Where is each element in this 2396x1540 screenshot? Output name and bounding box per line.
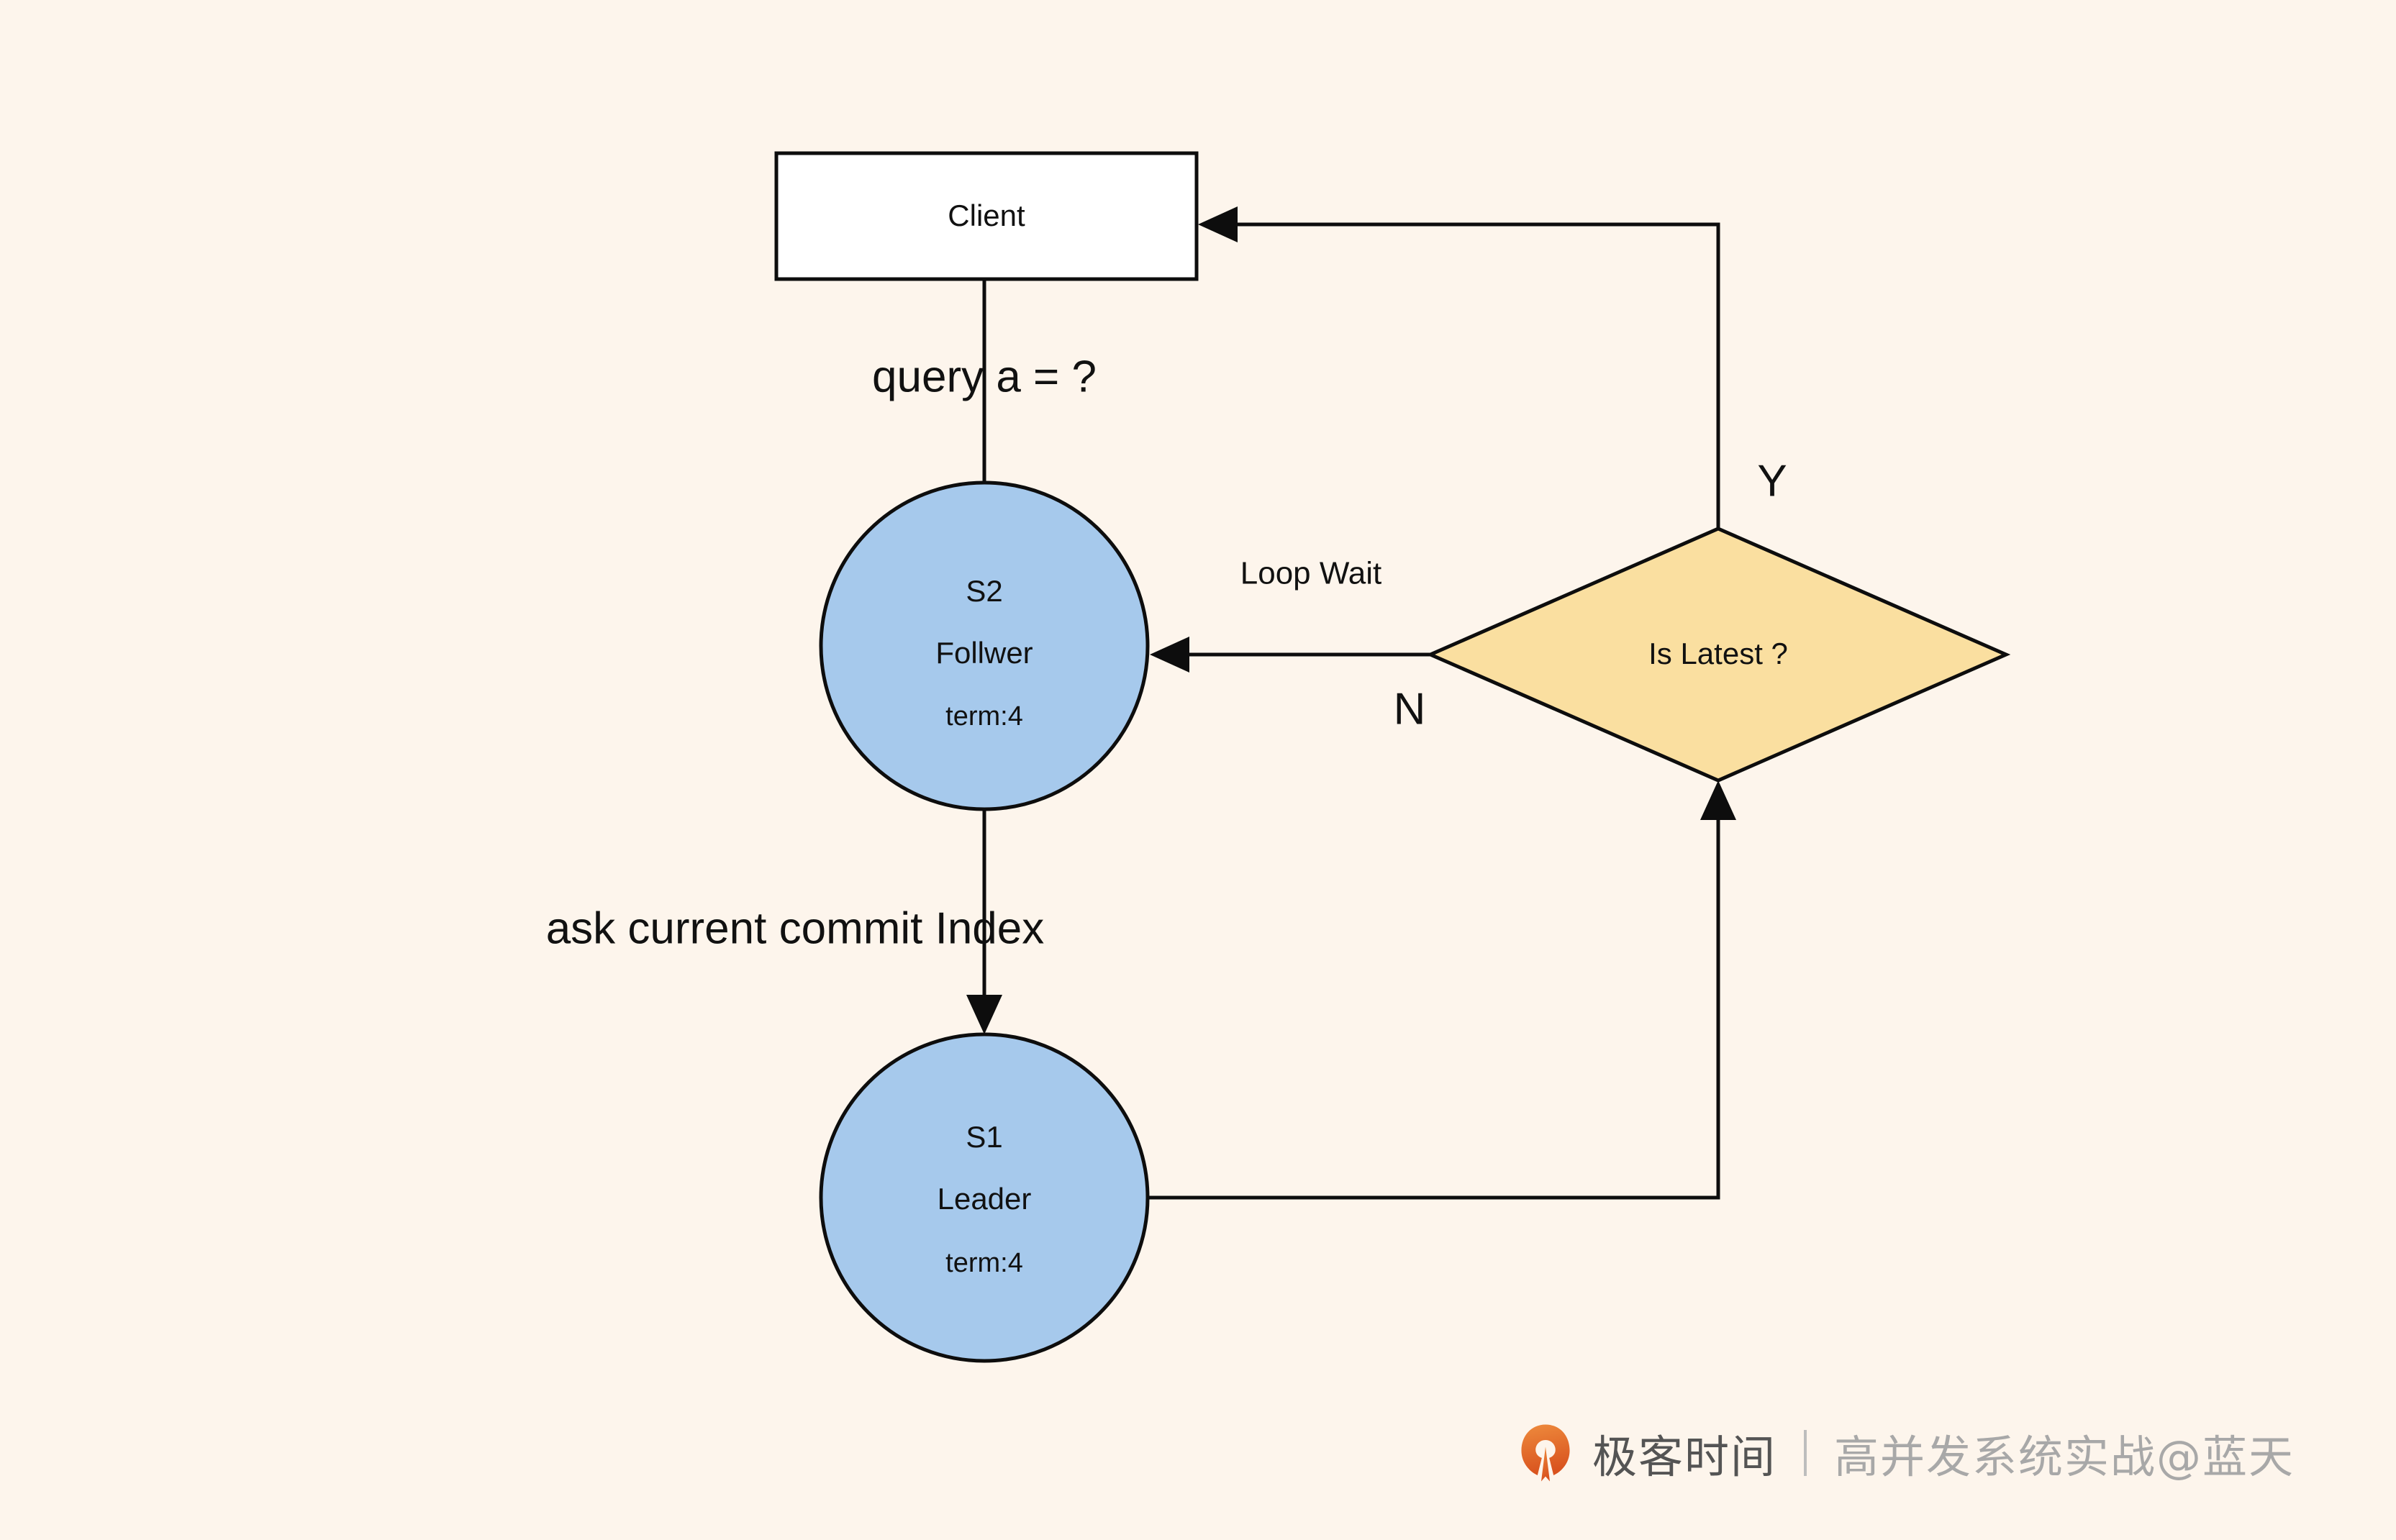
decision-label: Is Latest ? [1648, 637, 1788, 670]
s2-circle-shape [819, 480, 1150, 811]
s1-term-label: term:4 [945, 1248, 1023, 1278]
s1-role-label: Leader [938, 1182, 1032, 1216]
edge-s1-to-decision-line [1148, 809, 1720, 1200]
edge-label-loop-wait: Loop Wait [1240, 556, 1381, 591]
arrowhead-left-icon [1150, 637, 1189, 673]
branch-label-yes: Y [1757, 456, 1787, 506]
node-s1-leader[interactable]: S1 Leader term:4 [819, 1032, 1150, 1363]
edge-s1-to-decision [1148, 780, 1736, 1200]
s2-term-label: term:4 [945, 701, 1023, 732]
node-client[interactable]: Client [774, 151, 1199, 281]
edge-decision-yes-to-client [1198, 206, 1720, 529]
node-s2-follower[interactable]: S2 Follwer term:4 [819, 480, 1150, 811]
edge-label-ask-commit-index: ask current commit Index [546, 903, 1045, 953]
branch-label-no: N [1394, 684, 1426, 734]
edge-s2-to-s1 [966, 809, 1002, 1034]
watermark-course: 高并发系统实战@蓝天 [1834, 1431, 2295, 1483]
watermark: 极客时间 高并发系统实战@蓝天 [1515, 1421, 2295, 1485]
arrowhead-down-icon [966, 995, 1002, 1034]
s1-name-label: S1 [966, 1120, 1002, 1154]
watermark-divider [1804, 1430, 1807, 1476]
decision-diamond-shape [1425, 527, 2011, 783]
s1-circle-shape [819, 1032, 1150, 1363]
arrowhead-left-icon [1198, 206, 1238, 242]
node-decision-is-latest[interactable]: Is Latest ? [1425, 527, 2011, 783]
client-box-shape [774, 151, 1199, 281]
s2-role-label: Follwer [935, 636, 1033, 670]
edge-label-query: query a = ? [872, 352, 1097, 401]
geekbang-logo-icon [1521, 1424, 1570, 1482]
watermark-brand: 极客时间 [1592, 1431, 1777, 1483]
edge-decision-no-to-s2 [1150, 637, 1430, 673]
arrowhead-up-icon [1700, 780, 1736, 820]
client-label: Client [948, 199, 1025, 232]
edge-decision-yes-line [1229, 222, 1720, 529]
s2-name-label: S2 [966, 574, 1002, 608]
